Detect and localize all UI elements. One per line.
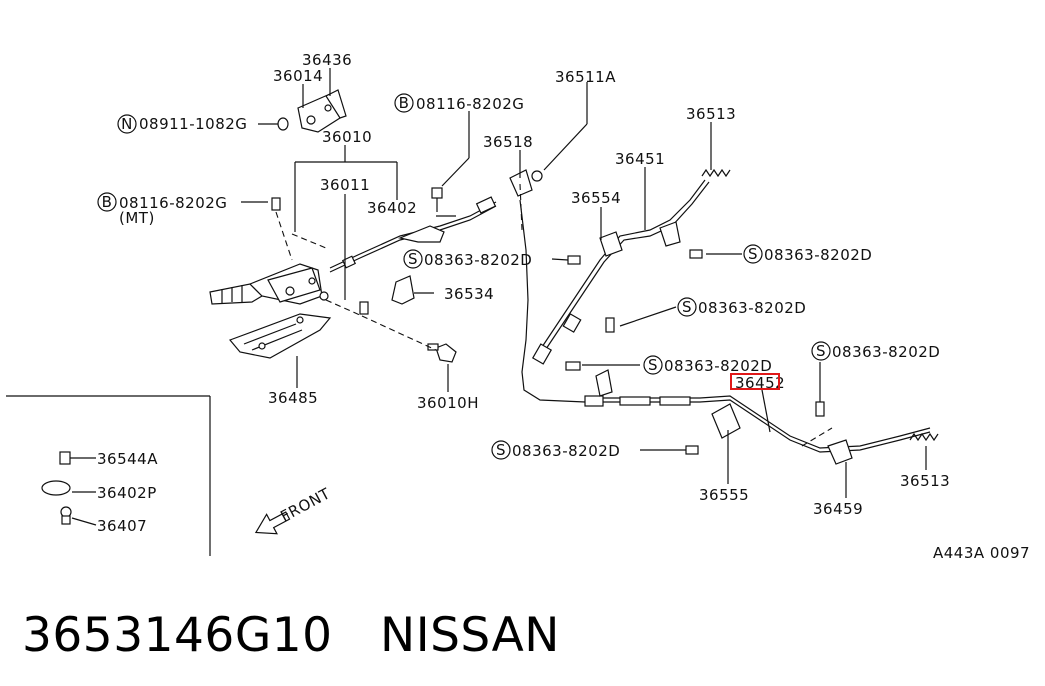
prefix-B-icon-a: B: [394, 93, 414, 113]
label-36459: 36459: [813, 500, 863, 518]
prefix-S-icon-2: S: [743, 244, 763, 264]
label-36402: 36402: [367, 199, 417, 217]
label-08363-screw-5: 08363-8202D: [664, 357, 772, 375]
bracket-36555: [565, 249, 825, 455]
label-36010: 36010: [322, 128, 372, 146]
label-36407: 36407: [97, 517, 147, 535]
label-36544A: 36544A: [97, 450, 158, 468]
svg-text:S: S: [648, 356, 658, 374]
label-08116-bolt-a: 08116-8202G: [416, 95, 524, 113]
label-ref-code: A443A 0097: [933, 544, 1030, 562]
reference-dashed-lines: [275, 183, 833, 447]
label-36011: 36011: [320, 176, 370, 194]
prefix-S-icon-6: S: [491, 440, 511, 460]
detail-inset: [6, 395, 211, 556]
svg-text:S: S: [816, 342, 826, 360]
label-36402P: 36402P: [97, 484, 157, 502]
label-front: FRONT: [277, 484, 333, 525]
label-36534: 36534: [444, 285, 494, 303]
label-36485: 36485: [268, 389, 318, 407]
svg-text:N: N: [121, 115, 133, 133]
cable-clip-36518: [509, 169, 543, 197]
label-08363-screw-1: 08363-8202D: [424, 251, 532, 269]
svg-text:B: B: [102, 193, 113, 211]
label-36451: 36451: [615, 150, 665, 168]
parking-brake-diagram: N B B S S S S S S 36436 36014 36010 3601…: [6, 51, 1030, 562]
hand-brake-lever: [209, 263, 329, 305]
label-36014: 36014: [273, 67, 323, 85]
label-36555: 36555: [699, 486, 749, 504]
prefix-S-icon-3: S: [677, 297, 697, 317]
front-cable: [329, 196, 497, 273]
return-spring-top: [701, 168, 731, 178]
warning-switch-bracket: [277, 89, 347, 133]
label-36513-bottom: 36513: [900, 472, 950, 490]
label-08363-screw-2: 08363-8202D: [764, 246, 872, 264]
svg-text:S: S: [496, 441, 506, 459]
label-08363-screw-3: 08363-8202D: [698, 299, 806, 317]
adjuster-parts: [271, 187, 457, 363]
label-36452: 36452: [735, 374, 785, 392]
label-36518: 36518: [483, 133, 533, 151]
prefix-N-icon: N: [117, 114, 137, 134]
prefix-S-icon-4: S: [811, 341, 831, 361]
prefix-S-icon-1: S: [403, 249, 423, 269]
prefix-B-icon-b: B: [97, 192, 117, 212]
rear-cable-36451: [531, 179, 710, 365]
lever-base-plate: [228, 313, 332, 359]
svg-text:B: B: [399, 94, 410, 112]
rear-cable-routing: [519, 199, 931, 465]
return-spring-bottom: [909, 432, 939, 442]
label-08911-nut: 08911-1082G: [139, 115, 247, 133]
leader-lines: [62, 68, 927, 526]
highlight-box-36452: [730, 373, 780, 390]
svg-text:S: S: [408, 250, 418, 268]
prefix-S-icon-5: S: [643, 355, 663, 375]
svg-text:S: S: [748, 245, 758, 263]
label-36010H: 36010H: [417, 394, 479, 412]
label-08116-bolt-b: 08116-8202G: [119, 194, 227, 212]
label-36513-top: 36513: [686, 105, 736, 123]
part-number-caption: 3653146G10 NISSAN: [22, 608, 560, 663]
label-36554: 36554: [571, 189, 621, 207]
label-mt-note: (MT): [119, 209, 155, 227]
label-08363-screw-4: 08363-8202D: [832, 343, 940, 361]
front-arrow-icon: [254, 511, 291, 535]
label-36436: 36436: [302, 51, 352, 69]
bracket-36534: [391, 275, 415, 305]
label-36511A: 36511A: [555, 68, 616, 86]
svg-text:S: S: [682, 298, 692, 316]
label-08363-screw-6: 08363-8202D: [512, 442, 620, 460]
